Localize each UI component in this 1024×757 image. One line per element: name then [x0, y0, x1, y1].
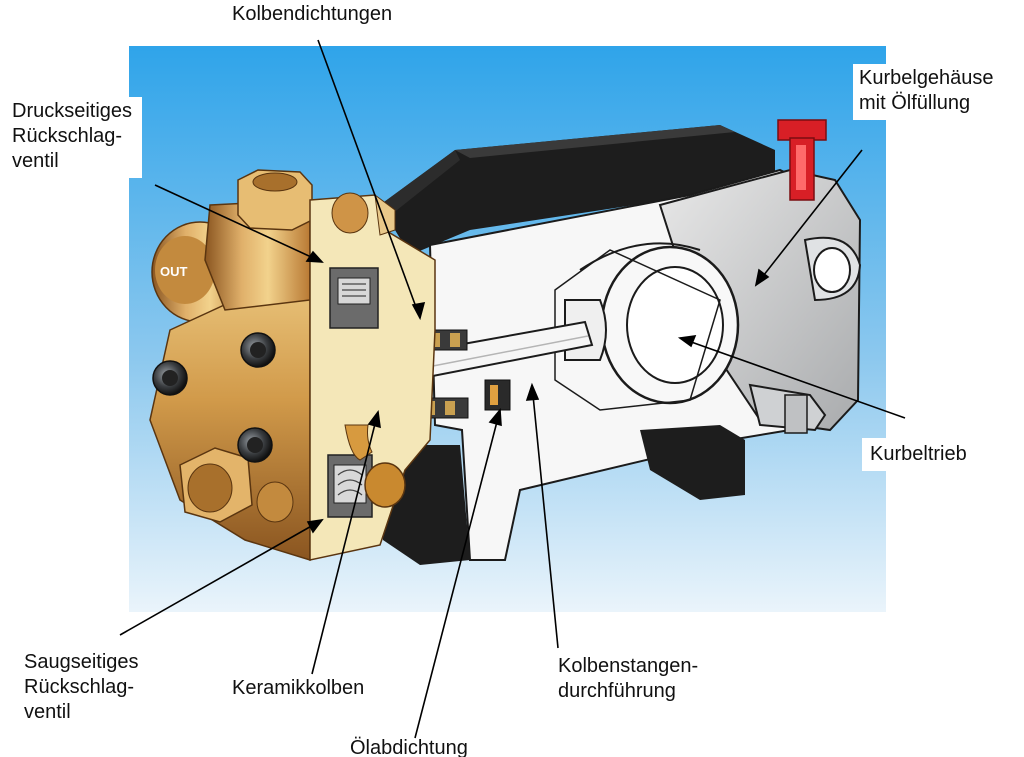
label-druckseitiges-rueckschlagventil: Druckseitiges Rückschlag- ventil	[6, 97, 143, 178]
label-saugseitiges-rueckschlagventil: Saugseitiges Rückschlag- ventil	[24, 651, 139, 723]
leader-keramikkolben-arrow	[367, 409, 381, 429]
valve-head-brass	[149, 169, 436, 562]
leader-kolbendichtungen-arrow	[411, 301, 426, 321]
leader-kurbelgehaeuse	[755, 149, 863, 286]
out-port-marking: OUT	[160, 264, 188, 279]
head-bolts	[152, 332, 276, 463]
motor-flange	[380, 125, 775, 255]
leader-oelabdichtung	[414, 409, 501, 739]
leader-keramikkolben	[311, 411, 379, 675]
leader-kurbelgehaeuse-arrow	[754, 268, 770, 287]
label-kurbeltrieb: Kurbeltrieb	[862, 438, 975, 471]
label-oelabdichtung: Ölabdichtung	[350, 737, 468, 757]
oil-fill-cap	[777, 119, 827, 201]
leader-kurbeltrieb	[679, 337, 906, 419]
leader-kolbenstangen-arrow	[525, 382, 540, 401]
leader-kurbeltrieb-arrow	[677, 335, 697, 348]
leader-kolbendichtungen	[317, 39, 421, 319]
label-kolbenstangendurchfuehrung: Kolbenstangen- durchführung	[558, 655, 699, 702]
leader-druckseitiges	[154, 184, 323, 263]
leader-saugseitiges	[119, 519, 323, 636]
label-kolbendichtungen: Kolbendichtungen	[232, 3, 393, 25]
leader-oelabdichtung-arrow	[488, 407, 502, 427]
label-kurbelgehaeuse: Kurbelgehäuse mit Ölfüllung	[853, 64, 1008, 120]
leader-saugseitiges-arrow	[306, 518, 324, 534]
leader-druckseitiges-arrow	[305, 250, 324, 263]
leader-kolbenstangen	[531, 384, 559, 649]
leader-lines	[119, 39, 906, 739]
label-keramikkolben: Keramikkolben	[232, 677, 365, 699]
